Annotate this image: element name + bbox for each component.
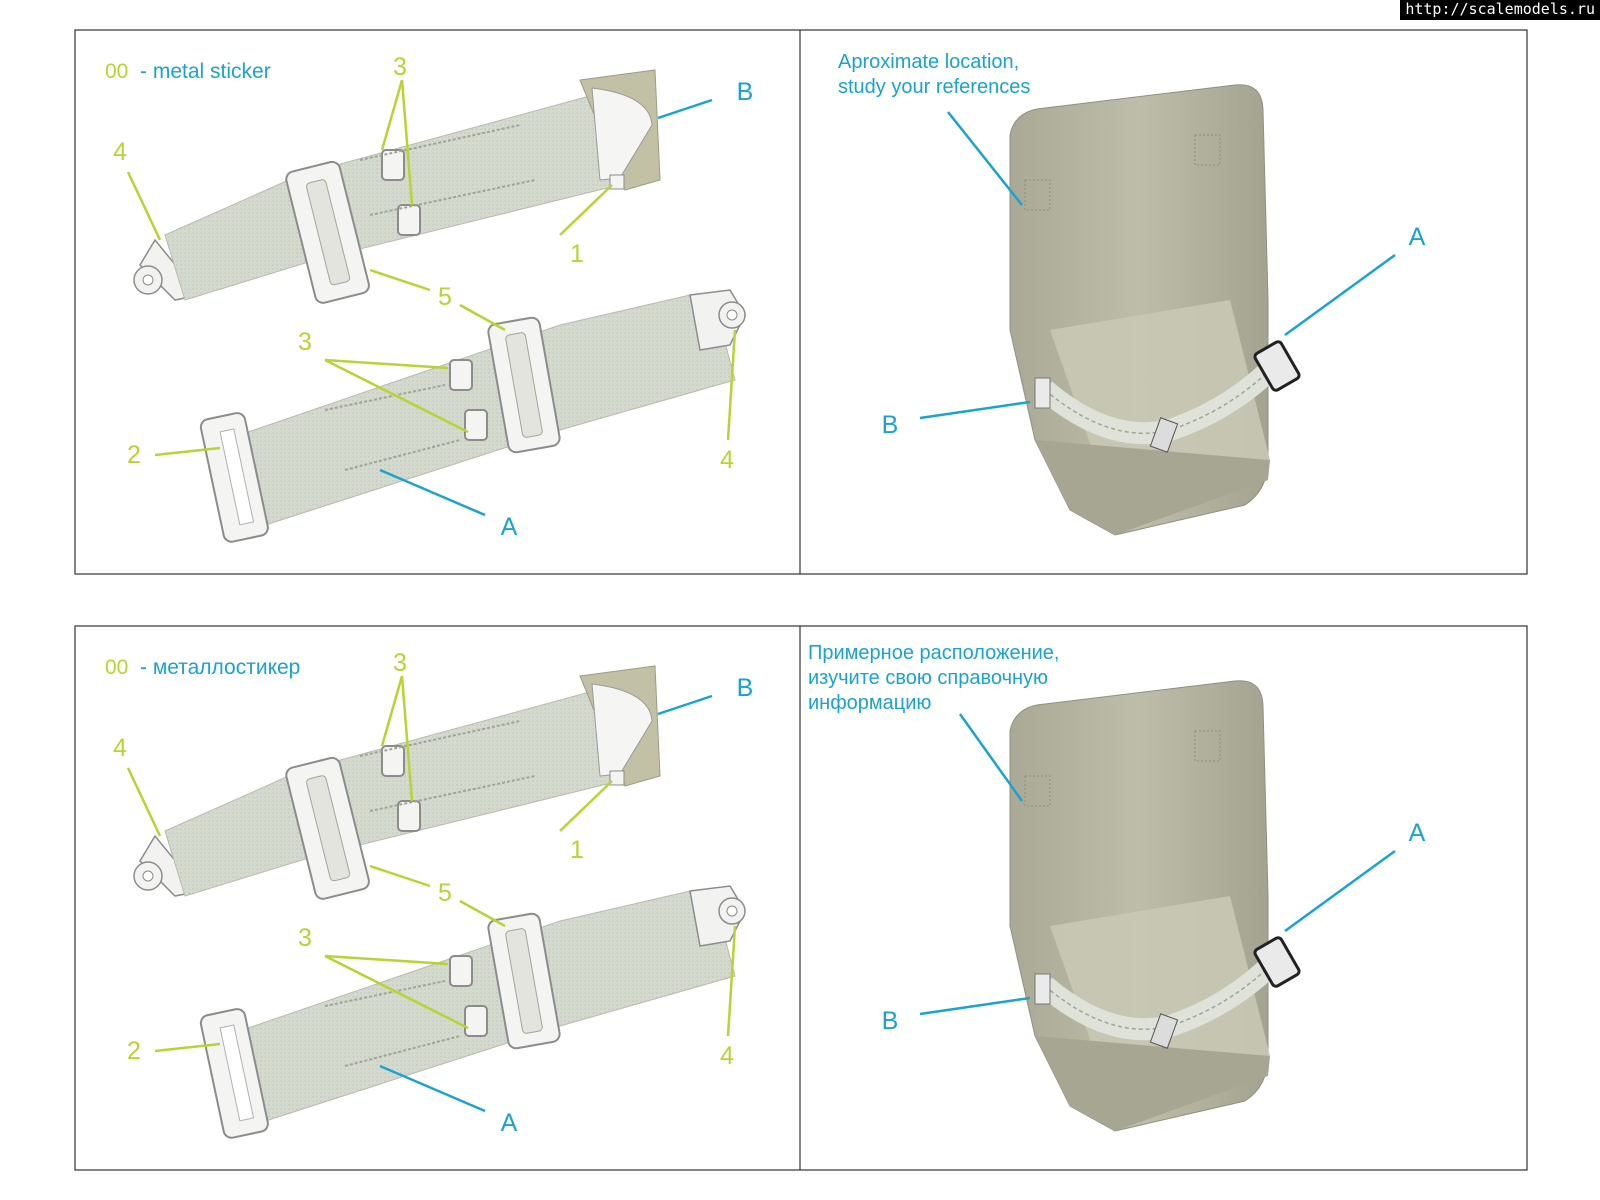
legend-code: 00 [105, 60, 128, 83]
callout-A-seat: A [1409, 819, 1426, 847]
callout-4-left: 4 [113, 138, 127, 166]
callout-line-B-seat [919, 996, 1031, 1016]
callout-4-left: 4 [113, 734, 127, 762]
watermark-url[interactable]: http://scalemodels.ru [1400, 0, 1600, 20]
callout-4-right: 4 [720, 446, 734, 474]
location-note-line-1: Aproximate location, [838, 51, 1019, 73]
callout-2: 2 [127, 441, 141, 469]
callout-A-strap: A [501, 1109, 518, 1137]
callout-lines-left [126, 675, 737, 1113]
callout-3-upper: 3 [393, 53, 407, 81]
callout-line-location [958, 713, 1024, 802]
callout-line-B-seat [919, 400, 1031, 420]
callout-A-seat: A [1409, 223, 1426, 251]
legend-text: - металлостикер [140, 656, 300, 679]
callout-5: 5 [438, 879, 452, 907]
callout-2: 2 [127, 1037, 141, 1065]
callout-3-lower: 3 [298, 328, 312, 356]
callout-B-strap: B [737, 78, 754, 106]
panel-english: 00 - metal sticker [74, 29, 1528, 575]
callout-1: 1 [570, 240, 584, 268]
panel-frame [74, 625, 1528, 1171]
location-note-line-1: Примерное расположение, [808, 642, 1059, 664]
callout-B-strap: B [737, 674, 754, 702]
lower-strap-drawing [199, 885, 746, 1139]
callout-lines-left [126, 79, 737, 517]
callout-line-location [947, 111, 1023, 206]
upper-strap-drawing [133, 69, 661, 304]
location-note-line-3: информацию [808, 692, 931, 714]
callout-line-A-seat [1284, 253, 1396, 337]
location-note-line-2: study your references [838, 76, 1030, 98]
panel-russian: 00 - металлостикер [74, 625, 1528, 1171]
seat-drawing [1009, 680, 1301, 1132]
upper-strap-drawing [133, 665, 661, 900]
callout-4-right: 4 [720, 1042, 734, 1070]
callout-5: 5 [438, 283, 452, 311]
callout-3-upper: 3 [393, 649, 407, 677]
callout-3-lower: 3 [298, 924, 312, 952]
callout-line-A-seat [1284, 849, 1396, 933]
lower-strap-drawing [199, 289, 746, 543]
legend-code: 00 [105, 656, 128, 679]
callout-1: 1 [570, 836, 584, 864]
legend-text: - metal sticker [140, 60, 271, 83]
callout-B-seat: B [882, 1007, 899, 1035]
callout-B-seat: B [882, 411, 899, 439]
location-note-line-2: изучите свою справочную [808, 667, 1048, 689]
panel-frame [74, 29, 1528, 575]
callout-A-strap: A [501, 513, 518, 541]
seat-drawing [1009, 84, 1301, 536]
